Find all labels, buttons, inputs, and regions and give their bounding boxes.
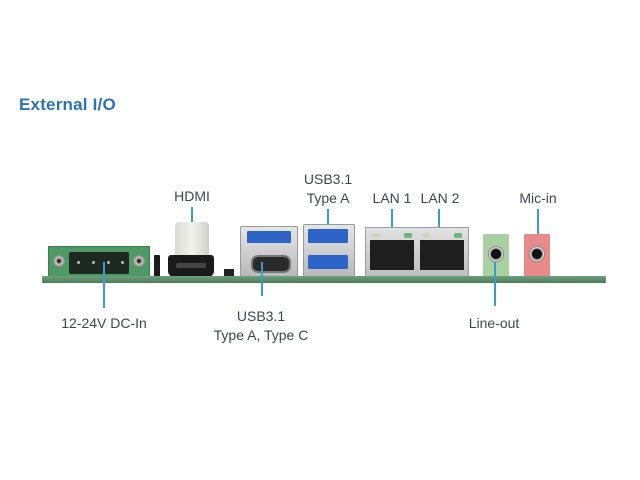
lan2-jack	[420, 240, 464, 270]
led-icon	[372, 233, 380, 238]
label-mic-in: Mic-in	[519, 190, 557, 206]
usb-a-port	[247, 231, 291, 243]
hdmi-slot	[176, 263, 206, 268]
hdmi-port	[168, 255, 214, 277]
label-usb-type-a-line2: Type A	[306, 190, 350, 206]
hdmi-connector-cap	[175, 222, 209, 258]
standoff-post	[154, 255, 160, 277]
usb-c-port	[251, 255, 291, 273]
usb-a-port-bottom	[308, 255, 348, 269]
screw-icon	[53, 255, 65, 267]
leader-mic-in	[537, 209, 539, 249]
smd-component	[224, 269, 234, 276]
usb-type-a-type-c-stack	[240, 226, 298, 278]
dc-in-terminal-block	[48, 246, 150, 278]
pcb-edge	[42, 276, 606, 283]
mic-in-jack	[524, 234, 550, 276]
label-hdmi: HDMI	[174, 188, 210, 204]
label-dc-in: 12-24V DC-In	[61, 315, 147, 331]
terminal-pin	[121, 261, 124, 264]
usb-type-a-dual-stack	[303, 224, 355, 278]
audio-hole	[529, 246, 545, 262]
terminal-pin	[92, 261, 95, 264]
terminal-pin	[107, 261, 110, 264]
label-usb-type-ac-line1: USB3.1	[236, 308, 286, 324]
leader-line-out	[494, 262, 496, 306]
label-lan2: LAN 2	[420, 190, 460, 206]
label-usb-type-a-line1: USB3.1	[303, 171, 353, 187]
dual-lan-ports	[365, 227, 469, 278]
audio-hole	[488, 246, 504, 262]
label-usb-type-ac-line2: Type A, Type C	[213, 327, 309, 343]
leader-dc-in	[103, 262, 105, 308]
screw-icon	[133, 255, 145, 267]
led-icon	[422, 233, 430, 238]
line-out-jack	[483, 234, 509, 276]
terminal-pin	[77, 261, 80, 264]
usb-a-port-top	[308, 229, 348, 243]
label-lan1: LAN 1	[372, 190, 412, 206]
lan1-jack	[370, 240, 414, 270]
leader-usb-type-a-c	[261, 262, 263, 296]
terminal-housing	[69, 252, 129, 274]
label-line-out: Line-out	[468, 315, 520, 331]
page-title: External I/O	[19, 95, 116, 114]
led-icon	[404, 233, 412, 238]
led-icon	[454, 233, 462, 238]
